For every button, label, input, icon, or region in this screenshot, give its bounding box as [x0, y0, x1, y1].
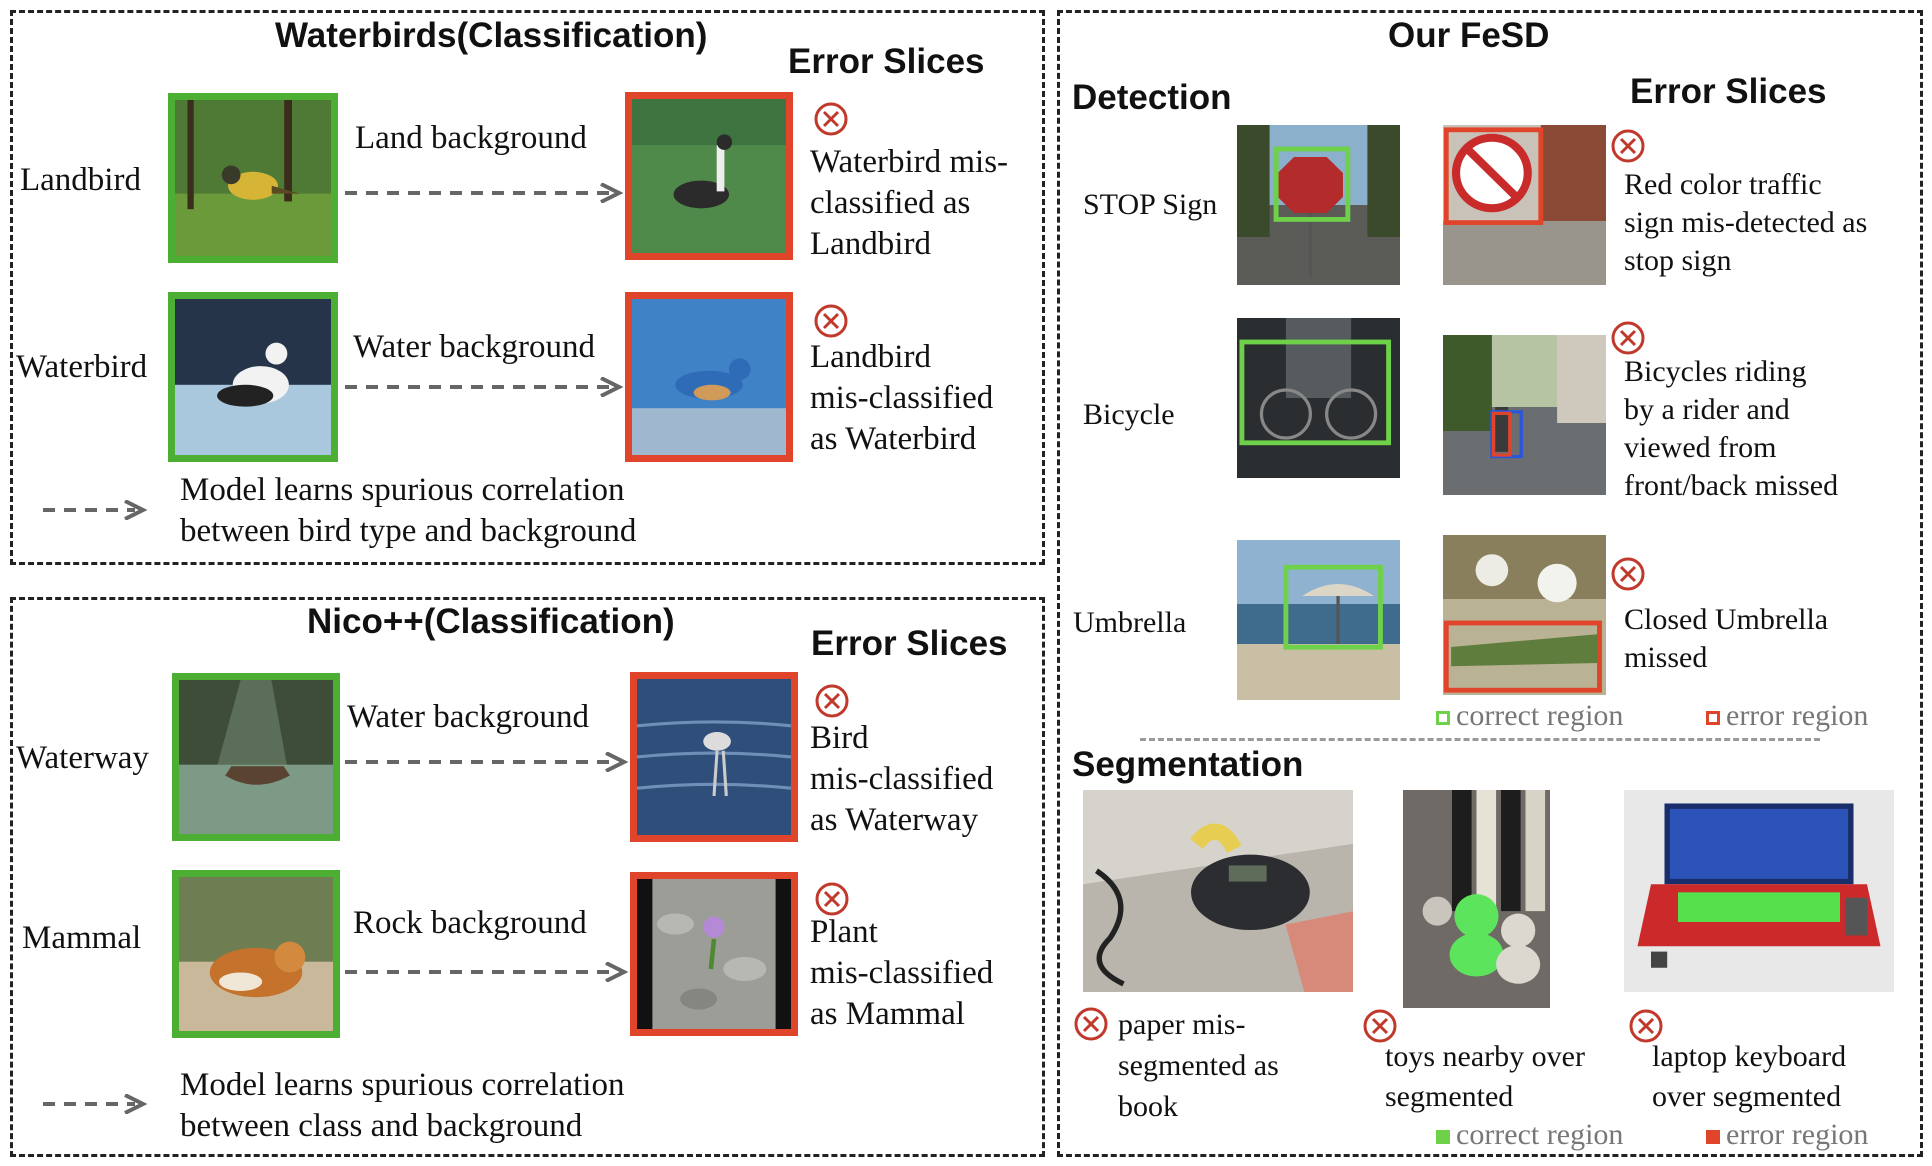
umbrella-photo [1237, 540, 1400, 700]
waterbird-photo [168, 292, 338, 462]
correct-region-swatch [1436, 711, 1450, 726]
error-x-icon [815, 882, 849, 916]
stop-sign-photo [1237, 125, 1400, 285]
correct-region-swatch [1436, 1130, 1450, 1145]
landbird-on-water-photo [625, 292, 793, 462]
arrow-waterway [345, 752, 629, 772]
mammal-photo [172, 870, 340, 1038]
arrow-mammal [345, 962, 629, 982]
error-x-icon [815, 684, 849, 718]
phone-desk-photo [1083, 790, 1353, 992]
bicycle-photo [1237, 318, 1400, 478]
detection-error-slices-heading: Error Slices [1630, 72, 1827, 111]
row-label-mammal: Mammal [22, 920, 142, 956]
laptop-photo [1624, 790, 1894, 992]
rock-background-label: Rock background [353, 905, 587, 941]
arrow-landbird [345, 183, 624, 203]
waterway-photo [172, 673, 340, 841]
waterbirds-panel [10, 10, 1045, 565]
error-x-icon [1074, 1007, 1108, 1041]
legend-dashed-arrow [43, 1094, 148, 1114]
det-label-umbrella: Umbrella [1073, 606, 1187, 639]
error-x-icon [1611, 129, 1645, 163]
section-divider [1140, 738, 1820, 741]
waterbird-on-land-photo [625, 92, 793, 260]
error-x-icon [1363, 1009, 1397, 1043]
arrow-waterbird [345, 377, 624, 397]
segmentation-heading: Segmentation [1072, 745, 1304, 784]
closed-umbrella-photo [1443, 535, 1606, 695]
waterbirds-error-slices-heading: Error Slices [788, 42, 985, 81]
row-label-waterbird: Waterbird [16, 349, 148, 385]
nico-panel [10, 597, 1045, 1157]
det-legend-correct: correct region [1436, 697, 1623, 735]
detection-heading: Detection [1072, 78, 1232, 117]
nico-water-background-label: Water background [347, 699, 589, 735]
land-background-label: Land background [355, 120, 587, 156]
error-x-icon [1629, 1009, 1663, 1043]
det-label-stop-sign: STOP Sign [1083, 188, 1218, 221]
legend-dashed-arrow [43, 500, 148, 520]
toys-bookshelf-photo [1403, 790, 1550, 1008]
traffic-sign-photo [1443, 125, 1606, 285]
det-label-bicycle: Bicycle [1083, 398, 1175, 431]
error-region-swatch [1706, 711, 1720, 726]
fesd-title: Our FeSD [1388, 16, 1550, 55]
nico-error-slices-heading: Error Slices [811, 624, 1008, 663]
water-background-label: Water background [353, 329, 595, 365]
plant-on-rock-photo [630, 872, 798, 1036]
bird-in-water-photo [630, 672, 798, 842]
error-region-swatch [1706, 1130, 1720, 1145]
det-legend-error: error region [1706, 697, 1868, 735]
error-x-icon [814, 304, 848, 338]
seg-legend-error: error region [1706, 1116, 1868, 1154]
error-x-icon [814, 102, 848, 136]
error-x-icon [1611, 321, 1645, 355]
error-x-icon [1611, 557, 1645, 591]
row-label-landbird: Landbird [20, 162, 141, 198]
seg-legend-correct: correct region [1436, 1116, 1623, 1154]
fesd-panel [1057, 10, 1923, 1157]
waterbirds-title: Waterbirds(Classification) [275, 16, 708, 55]
nico-title: Nico++(Classification) [307, 602, 675, 641]
rider-photo [1443, 335, 1606, 495]
landbird-photo [168, 93, 338, 263]
row-label-waterway: Waterway [16, 740, 149, 776]
